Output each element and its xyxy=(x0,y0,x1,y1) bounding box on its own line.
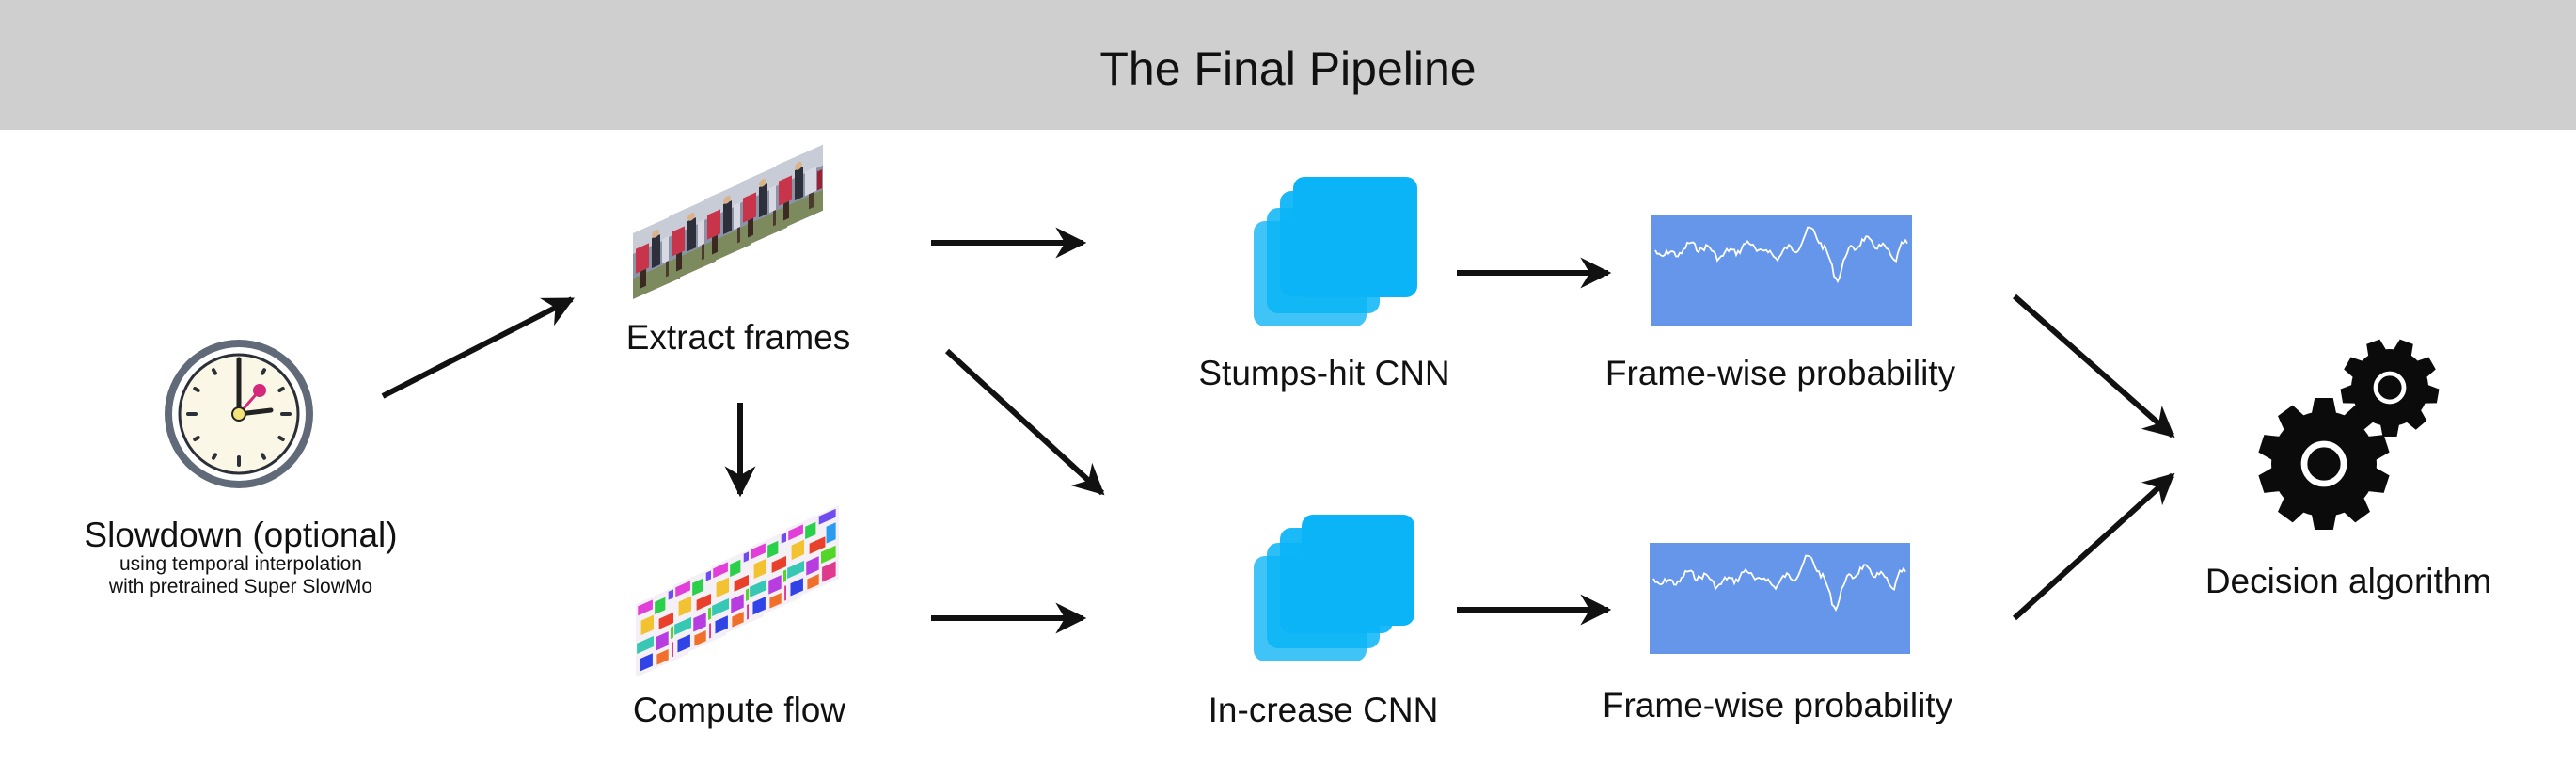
extract-frames-label: Extract frames xyxy=(625,318,851,357)
cnn-stack-icon xyxy=(1254,515,1414,661)
frames-stack-icon xyxy=(633,144,823,299)
stumps-cnn-label: Stumps-hit CNN xyxy=(1198,354,1450,392)
crease-cnn-label: In-crease CNN xyxy=(1208,691,1439,729)
slowdown-note-line1: using temporal interpolation xyxy=(119,553,362,575)
compute-flow-label: Compute flow xyxy=(632,691,846,729)
decision-label: Decision algorithm xyxy=(2205,562,2492,600)
flow-stack-icon xyxy=(636,505,839,677)
gears-icon xyxy=(2258,339,2440,530)
clock-icon xyxy=(165,340,313,488)
cnn-stack-icon xyxy=(1254,177,1417,326)
arrow-prob-top-to-decision xyxy=(2013,294,2175,438)
arrow-extract-to-crease xyxy=(944,348,1105,496)
flow-arrows xyxy=(381,227,2175,634)
page-title: The Final Pipeline xyxy=(1099,42,1477,95)
prob-bottom-label: Frame-wise probability xyxy=(1602,686,1953,724)
header-bar xyxy=(0,0,2576,130)
arrow-slowdown-to-extract xyxy=(381,296,575,399)
slowdown-label: Slowdown (optional) xyxy=(84,516,398,554)
prob-top-label: Frame-wise probability xyxy=(1604,354,1956,392)
signal-plot-icon xyxy=(1651,215,1912,326)
slowdown-note-line2: with pretrained Super SlowMo xyxy=(108,576,373,597)
arrow-prob-bottom-to-decision xyxy=(2012,472,2175,621)
signal-plot-icon xyxy=(1650,543,1910,654)
